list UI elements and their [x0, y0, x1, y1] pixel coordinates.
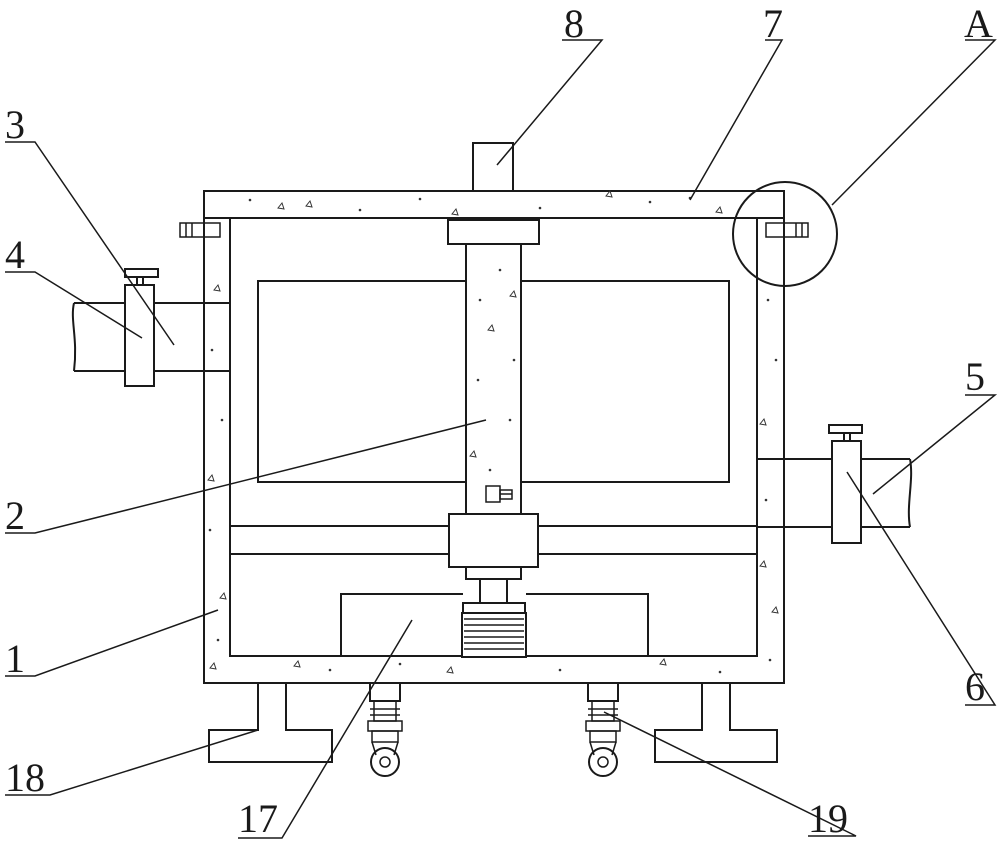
label-4: 4 [5, 232, 25, 277]
caster-left [367, 682, 403, 777]
clamp-right [765, 222, 809, 238]
leader-6 [846, 471, 997, 706]
leader-19 [603, 711, 857, 837]
label-a: A [964, 1, 993, 46]
detail-circle-a [732, 181, 838, 287]
label-3: 3 [5, 102, 25, 147]
leader-5 [872, 394, 998, 495]
caster-right [585, 682, 621, 777]
leader-17 [238, 619, 413, 839]
leader-1 [5, 609, 219, 677]
wall-hatching [207, 189, 779, 674]
bearing-spring [461, 566, 527, 658]
clamp-left [179, 222, 221, 238]
leader-7 [689, 39, 784, 201]
paddle-left [257, 280, 467, 483]
support-leg-right [654, 682, 778, 763]
leader-lines [5, 39, 998, 839]
leader-2 [5, 419, 487, 534]
label-1: 1 [5, 636, 25, 681]
label-19: 19 [808, 796, 848, 841]
filter-plate [230, 513, 757, 568]
leader-8 [496, 39, 604, 166]
label-18: 18 [5, 755, 45, 800]
leader-3 [5, 141, 175, 346]
leader-4 [5, 271, 143, 339]
inlet-pipe [71, 268, 230, 387]
leader-a [831, 39, 997, 206]
label-7: 7 [763, 1, 783, 46]
paddle-right [520, 280, 730, 483]
label-5: 5 [965, 354, 985, 399]
outlet-pipe [757, 424, 913, 544]
label-6: 6 [965, 664, 985, 709]
label-17: 17 [238, 796, 278, 841]
label-2: 2 [5, 493, 25, 538]
motor [472, 142, 514, 192]
support-leg-left [208, 682, 333, 763]
leader-18 [5, 729, 259, 796]
label-8: 8 [564, 1, 584, 46]
collection-box-left [340, 593, 463, 656]
stirring-shaft [447, 219, 540, 515]
collection-box-right [526, 593, 649, 656]
